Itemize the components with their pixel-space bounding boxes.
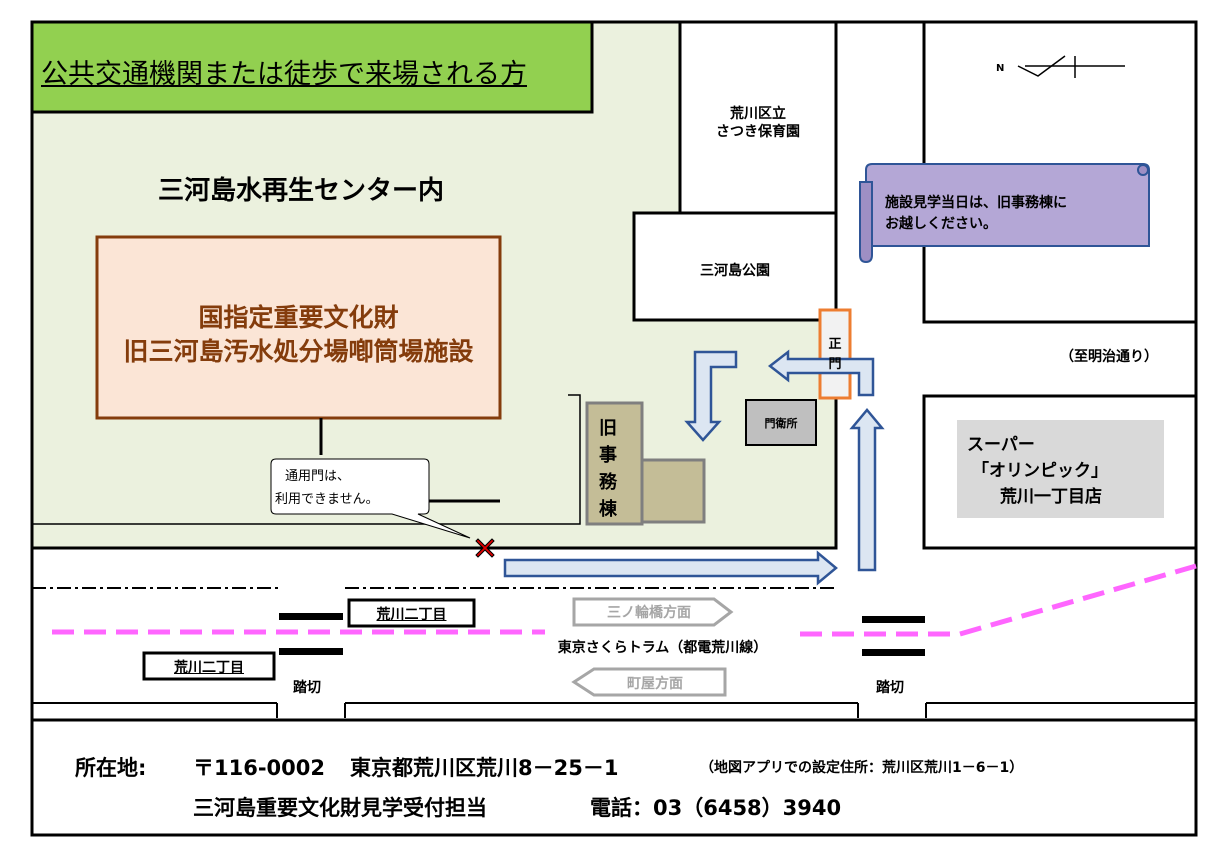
tram-stop-bottom-label: 荒川二丁目	[174, 660, 244, 676]
supermarket-box	[957, 420, 1164, 518]
heritage-line2: 旧三河島汚水処分場喞筒場施設	[123, 337, 474, 366]
tram-stop-top	[347, 598, 476, 628]
notice-scroll	[865, 163, 1150, 247]
park-label: 三河島公園	[700, 263, 770, 279]
old-office-char-4: 棟	[599, 499, 617, 520]
center-label: 三河島水再生センター内	[158, 176, 445, 206]
direction-arrow-machiya	[571, 667, 727, 697]
crossing-left-label: 踏切	[293, 680, 321, 696]
closed-gate-x-icon	[475, 538, 495, 558]
page-title: 公共交通機関または徒歩で来場される方	[41, 59, 527, 90]
title-box	[30, 20, 594, 114]
old-office-building	[585, 401, 644, 526]
direction-minowabashi-label: 三ノ輪橋方面	[607, 605, 691, 621]
nursery-line1: 荒川区立	[730, 106, 786, 122]
svg-text:N: N	[996, 63, 1004, 74]
tram-stop-bottom	[142, 651, 276, 681]
crossing-right-label: 踏切	[876, 680, 904, 696]
tram-stop-top-label: 荒川二丁目	[376, 607, 447, 623]
gate-char2: 門	[828, 357, 842, 372]
service-gate-callout	[270, 458, 471, 539]
crossing-left	[279, 613, 343, 655]
supermarket-line3: 荒川一丁目店	[1000, 487, 1102, 507]
direction-machiya-label: 町屋方面	[627, 676, 683, 692]
address-label: 所在地:	[75, 756, 147, 780]
notice-line1: 施設見学当日は、旧事務棟に	[885, 195, 1067, 211]
heritage-line1: 国指定重要文化財	[198, 303, 399, 332]
old-office-annex	[640, 458, 706, 524]
address-note: （地図アプリでの設定住所：荒川区荒川1－6－1）	[700, 760, 1024, 776]
nursery-line2: さつき保育園	[716, 124, 800, 140]
address-phone: 電話：03（6458）3940	[590, 796, 842, 820]
guardhouse	[745, 399, 817, 446]
service-gate-line1: 通用門は、	[285, 469, 351, 484]
crossing-right	[862, 616, 925, 656]
old-office-char-2: 事	[599, 445, 617, 466]
direction-arrow-minowabashi	[572, 597, 734, 627]
supermarket-line2: 「オリンピック」	[972, 461, 1108, 481]
guardhouse-label: 門衛所	[764, 417, 798, 430]
tram-line	[52, 563, 1197, 637]
gate-char1: 正	[828, 337, 842, 352]
address-postal: 〒116-0002	[193, 756, 325, 780]
old-office-char-3: 務	[599, 472, 617, 493]
meiji-road-label: （至明治通り）	[1060, 349, 1158, 365]
supermarket-line1: スーパー	[967, 435, 1035, 455]
route-arrows	[503, 349, 885, 586]
notice-line2: お越しください。	[885, 216, 997, 232]
north-arrow-icon: N	[996, 55, 1125, 78]
address-main: 東京都荒川区荒川8－25－1	[350, 756, 619, 780]
address-contact: 三河島重要文化財見学受付担当	[193, 796, 487, 820]
old-office-char-1: 旧	[599, 418, 617, 439]
service-gate-line2: 利用できません。	[275, 492, 379, 507]
park-block	[632, 211, 838, 322]
main-gate	[818, 308, 852, 400]
tram-line-name: 東京さくらトラム（都電荒川線）	[557, 640, 768, 656]
heritage-building	[95, 235, 502, 420]
